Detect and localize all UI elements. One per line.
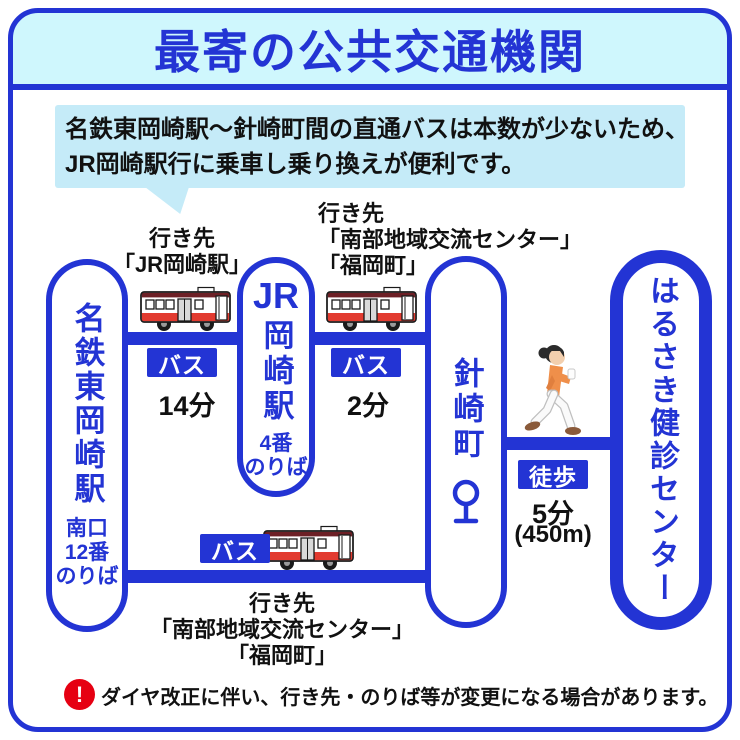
station-name: はるさき健診センター (645, 275, 678, 605)
exclamation-icon: ! (64, 679, 95, 710)
bus-badge: バス (147, 348, 217, 378)
walk-distance: (450m) (514, 521, 592, 548)
notice-line-1: 名鉄東岡崎駅〜針崎町間の直通バスは本数が少ないため、 (65, 116, 689, 143)
header-divider (12, 84, 728, 90)
bus-badge: バス (331, 348, 401, 378)
bus2-duration: 2分 (346, 391, 390, 421)
header (12, 12, 728, 84)
station-name: 名鉄東岡崎駅 (69, 302, 105, 506)
station-pill-center: はるさき健診センター (610, 250, 712, 630)
dest-label-bus3: 行き先 「南部地域交流センター」 「福岡町」 (149, 591, 414, 668)
route-line-bus2 (312, 332, 428, 345)
station-pill-meitetsu: 名鉄東岡崎駅 南口 12番 のりば (46, 259, 128, 632)
station-platform: 4番 のりば (244, 431, 308, 479)
walk-duration: 5分 (531, 499, 575, 529)
dest-label-bus1: 行き先 「JR岡崎駅」 (112, 226, 252, 277)
notice-box: 名鉄東岡崎駅〜針崎町間の直通バスは本数が少ないため、 JR岡崎駅行に乗車し乗り換… (55, 105, 689, 188)
station-name-prefix: JR (252, 274, 300, 316)
bus1-duration: 14分 (158, 391, 216, 421)
route-line-walk (505, 437, 615, 450)
bus-icon (326, 286, 417, 331)
speech-bubble-tail (145, 187, 189, 214)
bus-icon (140, 286, 231, 331)
walker-icon (524, 345, 581, 435)
station-platform: 南口 12番 のりば (55, 517, 119, 588)
station-pill-jr: JR 岡崎駅 4番 のりば (237, 257, 315, 497)
page-title: 最寄の公共交通機関 (154, 25, 586, 78)
footer-text: ダイヤ改正に伴い、行き先・のりば等が変更になる場合があります。 (101, 686, 719, 709)
bus-stop-icon (452, 479, 480, 524)
route-line-bus3 (128, 570, 428, 583)
route-line-bus1 (128, 332, 240, 345)
dest-label-bus2: 行き先 「南部地域交流センター」 「福岡町」 (318, 201, 583, 278)
station-name: 岡崎駅 (258, 318, 294, 424)
station-name: 針崎町 (448, 357, 484, 462)
bus-icon (263, 525, 354, 570)
bus-badge: バス (200, 534, 270, 564)
notice-line-2: JR岡崎駅行に乗車し乗り換えが便利です。 (65, 151, 526, 178)
walk-badge: 徒歩 (518, 460, 588, 490)
station-pill-harisaki: 針崎町 (425, 256, 507, 628)
